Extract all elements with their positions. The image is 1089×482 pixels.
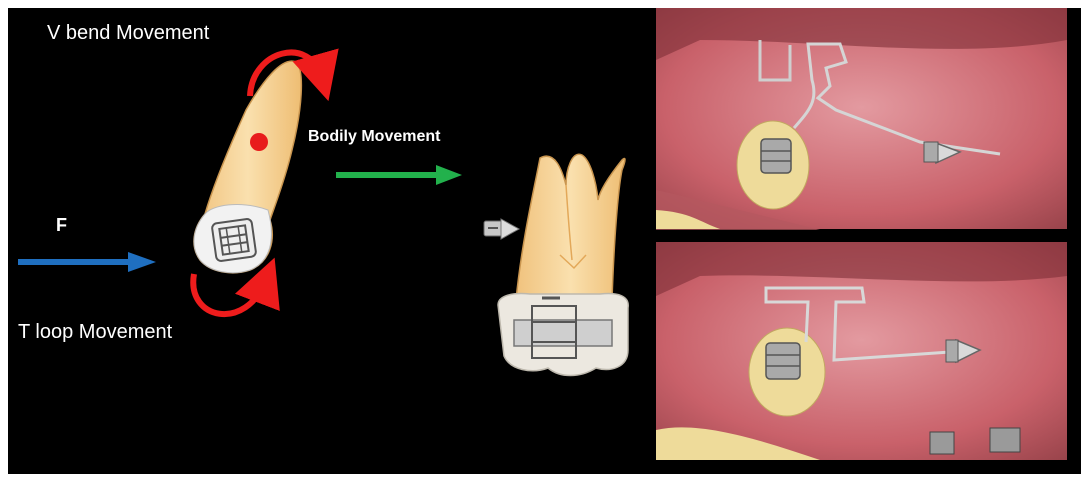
- bodily-arrow: [336, 165, 462, 185]
- t-loop-rotation-arrow: [193, 274, 266, 314]
- center-of-resistance-dot: [250, 133, 268, 151]
- clinical-photo-v-bend: [656, 8, 1067, 230]
- v-bend-label: V bend Movement: [47, 22, 209, 45]
- bodily-movement-label: Bodily Movement: [308, 128, 440, 146]
- bracket-icon: [212, 218, 257, 261]
- clinical-photo-t-loop: [656, 242, 1067, 460]
- force-arrow: [18, 252, 156, 272]
- t-loop-label: T loop Movement: [18, 321, 172, 344]
- attachment-icon: [484, 219, 519, 239]
- upright-tooth: [498, 154, 628, 375]
- force-label: F: [56, 215, 67, 236]
